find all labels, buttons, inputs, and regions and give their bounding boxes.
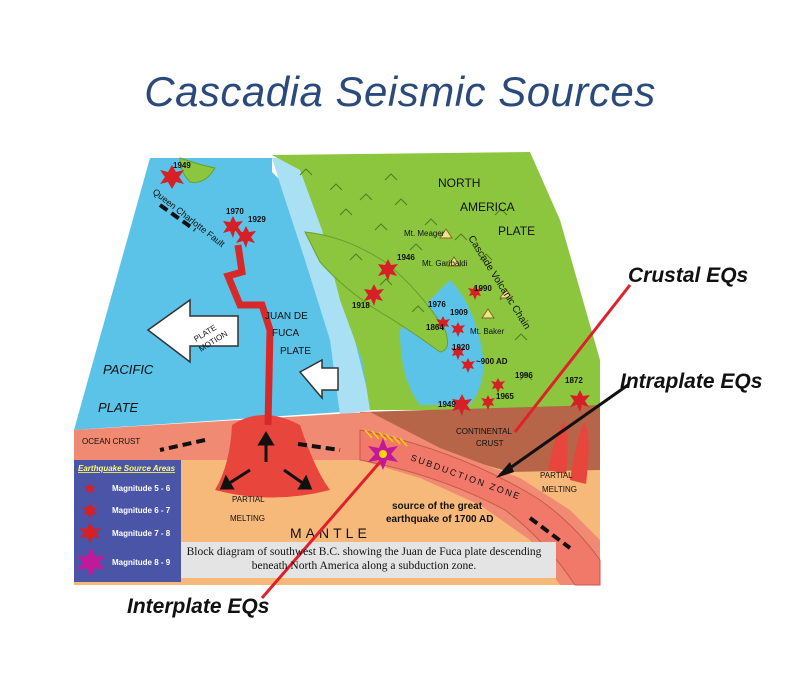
continental-crust-section	[360, 405, 600, 472]
partial-melting-label: PARTIAL	[540, 471, 573, 480]
quake-star	[481, 395, 495, 410]
year-label: 1949	[438, 400, 456, 409]
quake-star	[436, 316, 450, 331]
legend-marker-great	[76, 548, 106, 577]
quake-star	[378, 259, 398, 281]
north-america-label: NORTH	[438, 176, 480, 190]
continental-crust-label: CONTINENTAL	[456, 427, 512, 436]
north-america-label: PLATE	[498, 224, 535, 238]
continental-shelf	[272, 158, 372, 415]
juan-de-fuca-label: FUCA	[272, 328, 300, 339]
year-labels: 1949 1970 1929 1946 1918 1976 1909 1864 …	[173, 161, 583, 409]
legend: Earthquake Source Areas Magnitude 5 - 6 …	[74, 460, 181, 582]
crustal-arrow	[513, 284, 632, 433]
page-title: Cascadia Seismic Sources	[144, 68, 656, 115]
mountain-texture	[299, 168, 533, 381]
interplate-eqs-label: Interplate EQs	[127, 595, 269, 618]
caption-box	[172, 542, 556, 578]
quake-star	[468, 285, 482, 300]
juan-de-fuca-label: PLATE	[280, 346, 311, 357]
spreading-ridge	[223, 244, 274, 426]
rupture-hatch	[364, 429, 408, 447]
north-america-land	[272, 152, 600, 410]
mt-meager-label: Mt. Meager	[404, 229, 445, 238]
great-1700-earthquake	[368, 438, 398, 470]
quake-star	[491, 378, 505, 393]
year-label: ~900 AD	[476, 357, 508, 366]
quake-star	[451, 322, 465, 337]
earthquake-markers	[160, 165, 590, 416]
pacific-plate-label: PACIFIC	[103, 362, 154, 377]
year-label: 1970	[226, 207, 244, 216]
quake-star	[236, 226, 256, 248]
mantle-label: MANTLE	[290, 525, 371, 541]
mt-baker-label: Mt. Baker	[470, 327, 505, 336]
arc-magma	[548, 422, 589, 484]
ocean-crust-section	[74, 412, 600, 585]
year-label: 1965	[496, 392, 514, 401]
legend-marker-large	[79, 523, 101, 543]
quake-star	[451, 345, 465, 360]
dashed-motion-arrows	[158, 203, 572, 550]
mt-garibaldi-label: Mt. Garibaldi	[422, 259, 468, 268]
year-label: 1996	[515, 371, 533, 380]
partial-melting-label: MELTING	[542, 485, 577, 494]
ridge-magma-plume	[215, 415, 330, 498]
quake-star	[461, 358, 475, 373]
plate-motion-arrow-left	[146, 298, 239, 364]
legend-item: Magnitude 6 - 7	[112, 506, 171, 515]
quake-star	[452, 394, 472, 416]
year-label: 1946	[397, 253, 415, 262]
crustal-eqs-label: Crustal EQs	[628, 264, 748, 287]
quake-star	[570, 390, 590, 412]
convection-arrows	[219, 431, 313, 490]
legend-item: Magnitude 5 - 6	[112, 484, 171, 493]
legend-item: Magnitude 8 - 9	[112, 558, 171, 567]
legend-marker-small	[84, 483, 96, 495]
year-label: 1872	[565, 376, 583, 385]
legend-marker-medium	[82, 503, 98, 519]
year-label: 1864	[426, 323, 444, 332]
quake-star	[364, 284, 384, 306]
interplate-arrow	[260, 461, 382, 599]
year-label: 1918	[352, 301, 370, 310]
intraplate-arrow	[499, 383, 629, 477]
year-label: 1929	[248, 215, 266, 224]
juan-de-fuca-label: JUAN DE	[265, 311, 308, 322]
ocean-crust-label: OCEAN CRUST	[82, 437, 140, 446]
intraplate-arrowhead	[496, 462, 514, 478]
volcano-markers	[439, 228, 513, 319]
plate-motion-arrow-right	[298, 358, 339, 401]
partial-melting-label: MELTING	[230, 514, 265, 523]
quake-star	[160, 165, 184, 189]
year-label: 1990	[474, 284, 492, 293]
legend-item: Magnitude 7 - 8	[112, 529, 171, 538]
diagram-caption: Block diagram of southwest B.C. showing …	[186, 546, 542, 572]
partial-melting-label: PARTIAL	[232, 495, 265, 504]
source-1700-label: earthquake of 1700 AD	[386, 514, 493, 525]
year-label: 1920	[452, 343, 470, 352]
year-label: 1949	[173, 161, 191, 170]
legend-title: Earthquake Source Areas	[78, 464, 176, 473]
annotation-arrows	[260, 284, 632, 599]
continental-crust-label: CRUST	[476, 439, 504, 448]
subducting-slab	[359, 429, 601, 586]
source-1700-label: source of the great	[392, 501, 483, 512]
intraplate-eqs-label: Intraplate EQs	[620, 370, 762, 393]
pacific-plate-label: PLATE	[98, 400, 139, 415]
quake-star	[223, 216, 243, 238]
year-label: 1976	[428, 300, 446, 309]
north-america-label: AMERICA	[460, 200, 515, 214]
year-label: 1909	[450, 308, 468, 317]
